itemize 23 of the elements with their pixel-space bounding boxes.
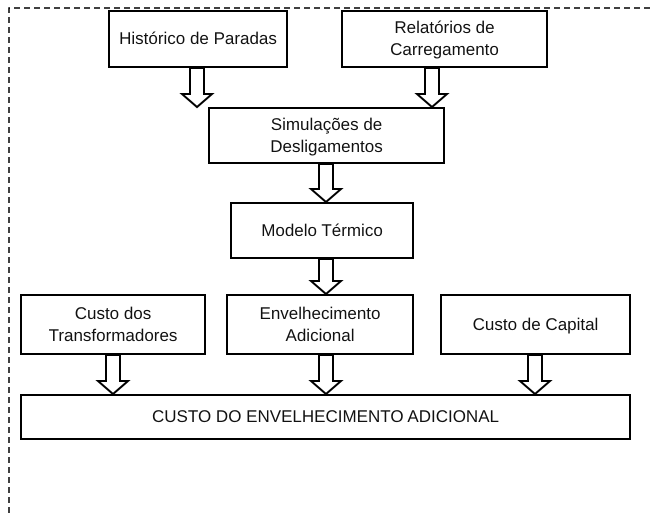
box-label: Custo dos Transformadores — [48, 302, 178, 346]
block-arrow — [414, 67, 450, 108]
block-arrow — [179, 67, 215, 108]
box-label: Custo de Capital — [472, 314, 598, 336]
box-label: Histórico de Paradas — [119, 28, 277, 50]
block-arrow — [308, 258, 344, 296]
block-arrow — [95, 354, 131, 396]
box-label: Envelhecimento Adicional — [258, 302, 382, 346]
process-box — [341, 10, 548, 68]
block-arrow — [308, 354, 344, 396]
process-box — [20, 294, 206, 355]
block-arrow — [517, 354, 553, 396]
box-label: Relatórios de Carregamento — [389, 17, 500, 61]
process-box — [440, 294, 631, 355]
process-box — [208, 107, 445, 164]
box-label: CUSTO DO ENVELHECIMENTO ADICIONAL — [152, 406, 499, 428]
process-box — [230, 202, 414, 259]
process-box — [226, 294, 414, 355]
process-box — [108, 10, 288, 68]
box-label: Simulações de Desligamentos — [269, 114, 384, 158]
process-box — [20, 394, 631, 440]
box-label: Modelo Térmico — [261, 220, 383, 242]
block-arrow — [308, 163, 344, 204]
